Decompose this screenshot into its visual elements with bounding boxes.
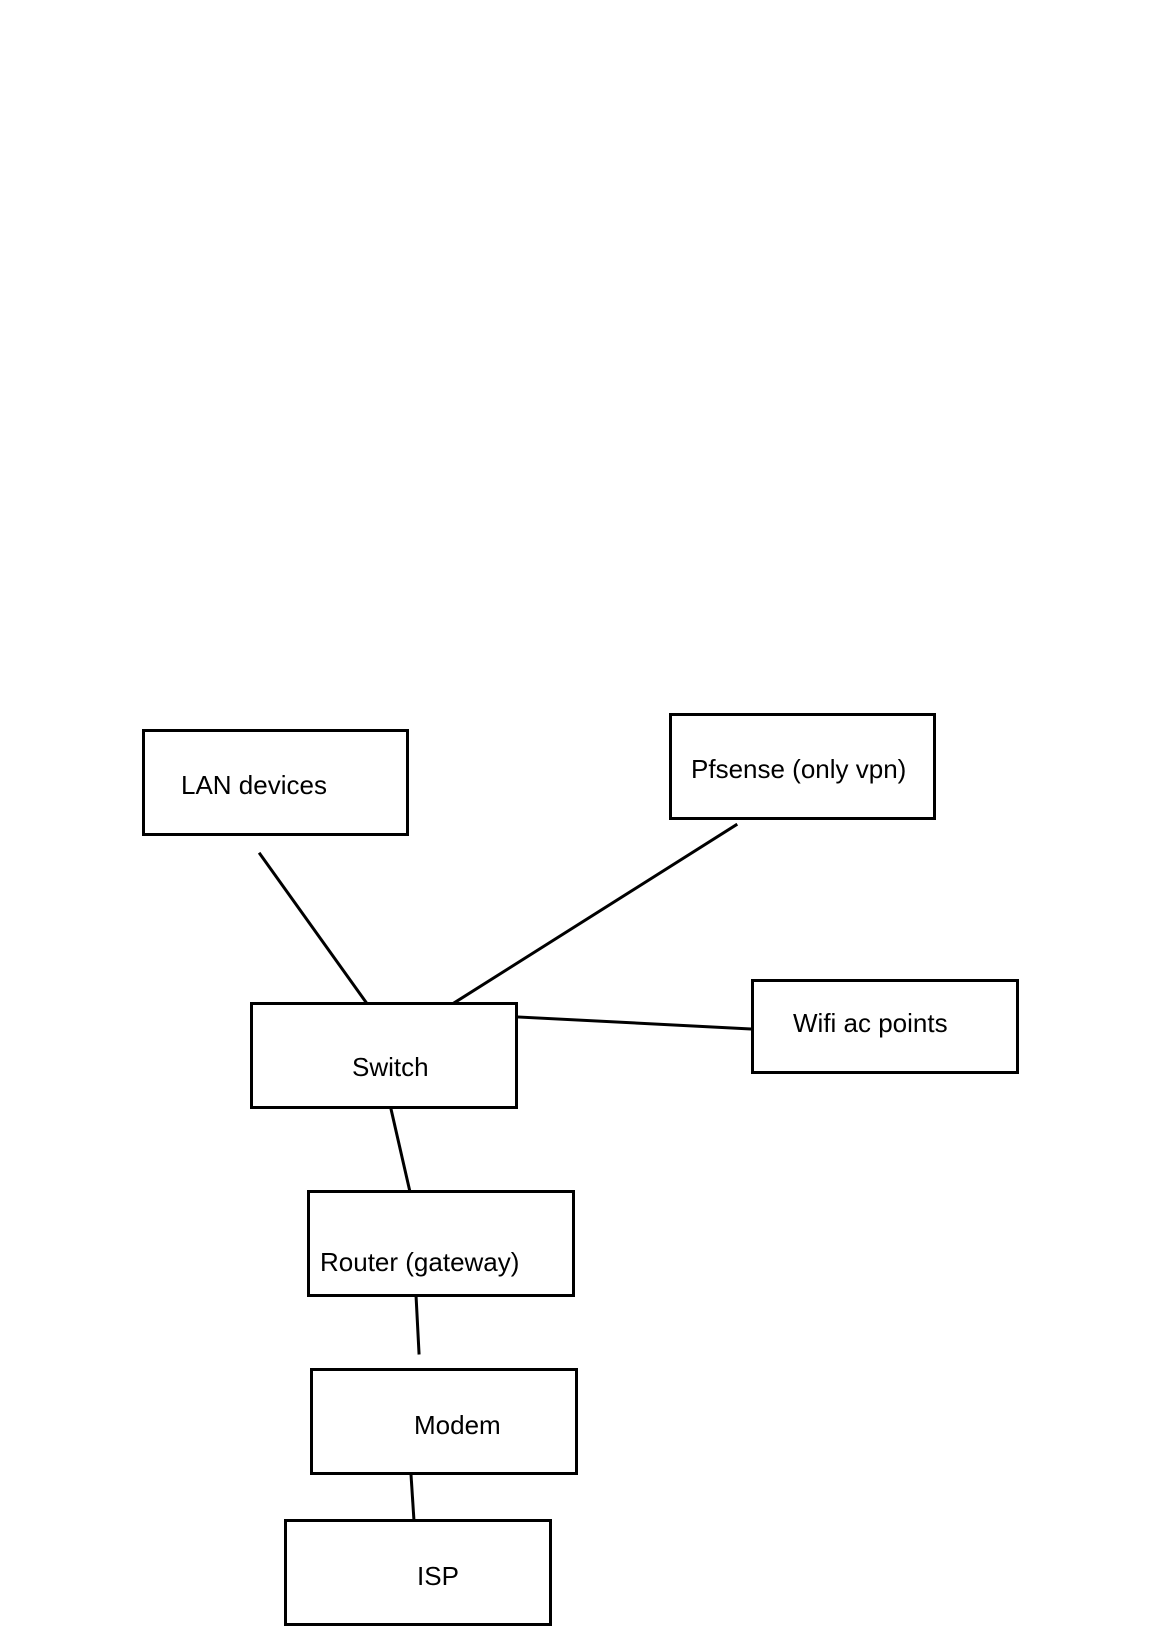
- switch-label: Switch: [352, 1052, 429, 1082]
- edge-switch-router: [389, 1107, 412, 1194]
- edge-router-modem: [414, 1293, 421, 1355]
- switch-node: Switch: [250, 1002, 518, 1109]
- lan-devices-node: LAN devices: [142, 729, 409, 836]
- modem-label: Modem: [414, 1410, 501, 1440]
- modem-node: Modem: [310, 1368, 578, 1475]
- pfsense-label: Pfsense (only vpn): [691, 754, 907, 784]
- edge-switch-wifi: [516, 1015, 754, 1031]
- edge-pfsense-switch: [443, 822, 739, 1011]
- edge-lan-devices-switch: [257, 851, 371, 1008]
- lan-devices-label: LAN devices: [181, 770, 327, 800]
- isp-node: ISP: [284, 1519, 552, 1626]
- router-node: Router (gateway): [307, 1190, 575, 1297]
- isp-label: ISP: [417, 1561, 459, 1591]
- pfsense-node: Pfsense (only vpn): [669, 713, 936, 820]
- wifi-ac-points-node: Wifi ac points: [751, 979, 1019, 1074]
- wifi-ac-points-label: Wifi ac points: [793, 1008, 948, 1038]
- router-label: Router (gateway): [320, 1247, 520, 1277]
